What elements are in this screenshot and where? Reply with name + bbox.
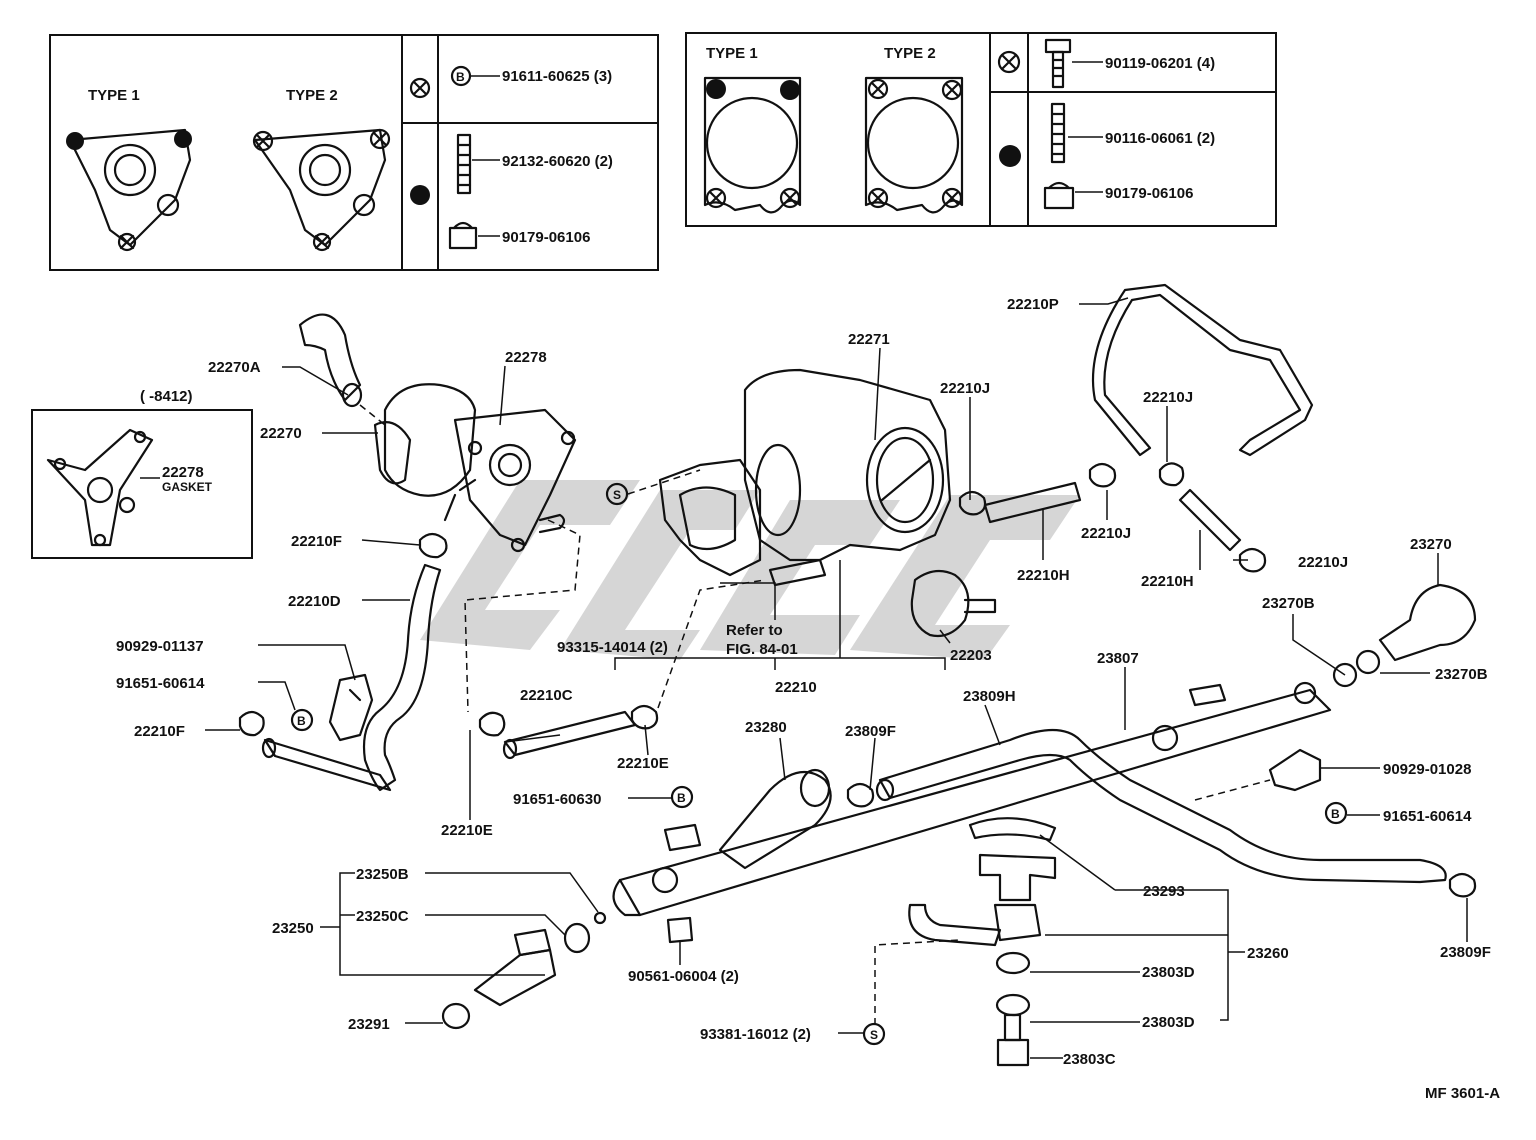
gasket-type1-drawing: [703, 76, 802, 214]
label-23803D-b: 23803D: [1142, 1014, 1195, 1031]
label-23291: 23291: [348, 1016, 390, 1033]
flange-type1-drawing: [66, 128, 192, 252]
label-22210E-a: 22210E: [617, 755, 669, 772]
dashed-guides: [359, 404, 1271, 1025]
nut-drawing: [448, 221, 478, 250]
inset-range-label: ( -8412): [140, 388, 193, 405]
b-mark-label: B: [677, 791, 686, 805]
label-22210: 22210: [775, 679, 817, 696]
b-mark-label: B: [297, 714, 306, 728]
hoses-left: B: [238, 532, 659, 792]
diagram-code: MF 3601-A: [1425, 1085, 1500, 1102]
label-23250B: 23250B: [356, 866, 409, 883]
bolt-drawing: [1044, 38, 1072, 89]
label-23809H: 23809H: [963, 688, 1016, 705]
label-22210P: 22210P: [1007, 296, 1059, 313]
label-22210H-b: 22210H: [1141, 573, 1194, 590]
b-mark-icon: [670, 785, 694, 809]
label-23270B-b: 23270B: [1435, 666, 1488, 683]
throttle-body-left-assembly: [298, 313, 577, 553]
stud-drawing-right: [1050, 102, 1066, 164]
part-90179-06106-b: 90179-06106: [1105, 185, 1193, 202]
label-22210H-a: 22210H: [1017, 567, 1070, 584]
box-right-type1: TYPE 1: [706, 45, 758, 62]
label-22278: 22278: [505, 349, 547, 366]
part-labels: 22270A 22278 22270 22271 22210J 22210P 2…: [116, 296, 1500, 1102]
refer-fig-label: FIG. 84-01: [726, 641, 798, 658]
nut-drawing-right: [1043, 181, 1075, 210]
inset-part-22278: 22278: [162, 464, 204, 481]
label-22210D: 22210D: [288, 593, 341, 610]
label-22270A: 22270A: [208, 359, 261, 376]
label-22210F-b: 22210F: [134, 723, 185, 740]
leader-lines: [205, 297, 1468, 1059]
label-93381-16012: 93381-16012 (2): [700, 1026, 811, 1043]
label-90929-01028: 90929-01028: [1383, 761, 1471, 778]
label-23260: 23260: [1247, 945, 1289, 962]
b-mark-label: B: [456, 70, 465, 84]
fuel-rail-assembly: B B: [612, 583, 1477, 944]
label-23809F-a: 23809F: [845, 723, 896, 740]
label-23270B-a: 23270B: [1262, 595, 1315, 612]
b-mark-icon: [450, 65, 472, 87]
inset-gasket-label: GASKET: [162, 480, 213, 494]
label-23809F-b: 23809F: [1440, 944, 1491, 961]
part-90179-06106-a: 90179-06106: [502, 229, 590, 246]
part-91611-60625: 91611-60625 (3): [502, 68, 612, 85]
label-90561-06004: 90561-06004 (2): [628, 968, 739, 985]
injector-and-delivery-pipe: S: [441, 817, 1057, 1067]
part-90116-06061: 90116-06061 (2): [1105, 130, 1215, 147]
s-mark-icon: [862, 1022, 886, 1046]
type-box-right: TYPE 1 TYPE 2 90119-06201 (4): [685, 32, 1277, 227]
label-91651-60614-b: 91651-60614: [1383, 808, 1472, 825]
watermark-logo: [420, 480, 1080, 660]
label-91651-60614-a: 91651-60614: [116, 675, 205, 692]
b-mark-label: B: [1331, 807, 1340, 821]
label-23803C: 23803C: [1063, 1051, 1116, 1068]
solid-dot-icon: [999, 145, 1021, 167]
throttle-body-main: S: [605, 368, 997, 638]
box-left-type2: TYPE 2: [286, 87, 338, 104]
label-91651-60630: 91651-60630: [513, 791, 601, 808]
label-23250C: 23250C: [356, 908, 409, 925]
gasket-type2-drawing: [864, 76, 964, 214]
box-right-type2: TYPE 2: [884, 45, 936, 62]
refer-to-label: Refer to: [726, 622, 783, 639]
stud-drawing: [456, 133, 472, 195]
label-23807: 23807: [1097, 650, 1139, 667]
label-22210J-c: 22210J: [1081, 525, 1131, 542]
label-23803D-a: 23803D: [1142, 964, 1195, 981]
label-22270: 22270: [260, 425, 302, 442]
label-22203: 22203: [950, 647, 992, 664]
flange-type2-drawing: [252, 128, 391, 252]
s-mark-icon: [605, 482, 629, 506]
box-left-type1: TYPE 1: [88, 87, 140, 104]
label-22210F-a: 22210F: [291, 533, 342, 550]
label-23293: 23293: [1143, 883, 1185, 900]
label-23270: 23270: [1410, 536, 1452, 553]
type-box-left: TYPE 1 TYPE 2 B 91611-60625 (3): [49, 34, 659, 271]
cross-mark-icon: [997, 50, 1021, 74]
label-22210J-d: 22210J: [1298, 554, 1348, 571]
solid-dot-icon: [410, 185, 430, 205]
label-93315-14014: 93315-14014 (2): [557, 639, 668, 656]
part-92132-60620: 92132-60620 (2): [502, 153, 613, 170]
label-23280: 23280: [745, 719, 787, 736]
label-22210C: 22210C: [520, 687, 573, 704]
s-mark-label: S: [613, 488, 621, 502]
label-23250: 23250: [272, 920, 314, 937]
label-22210J-b: 22210J: [1143, 389, 1193, 406]
part-90119-06201: 90119-06201 (4): [1105, 55, 1215, 72]
label-22271: 22271: [848, 331, 890, 348]
hoses-right: [958, 283, 1314, 573]
label-22210J-a: 22210J: [940, 380, 990, 397]
inset-gasket-box: ( -8412) 22278 GASKET: [31, 388, 253, 559]
cross-mark-icon: [409, 77, 431, 99]
s-mark-label: S: [870, 1028, 878, 1042]
label-90929-01137: 90929-01137: [116, 638, 204, 655]
label-22210E-b: 22210E: [441, 822, 493, 839]
b-mark-icon: [1324, 801, 1348, 825]
b-mark-icon: [290, 708, 314, 732]
